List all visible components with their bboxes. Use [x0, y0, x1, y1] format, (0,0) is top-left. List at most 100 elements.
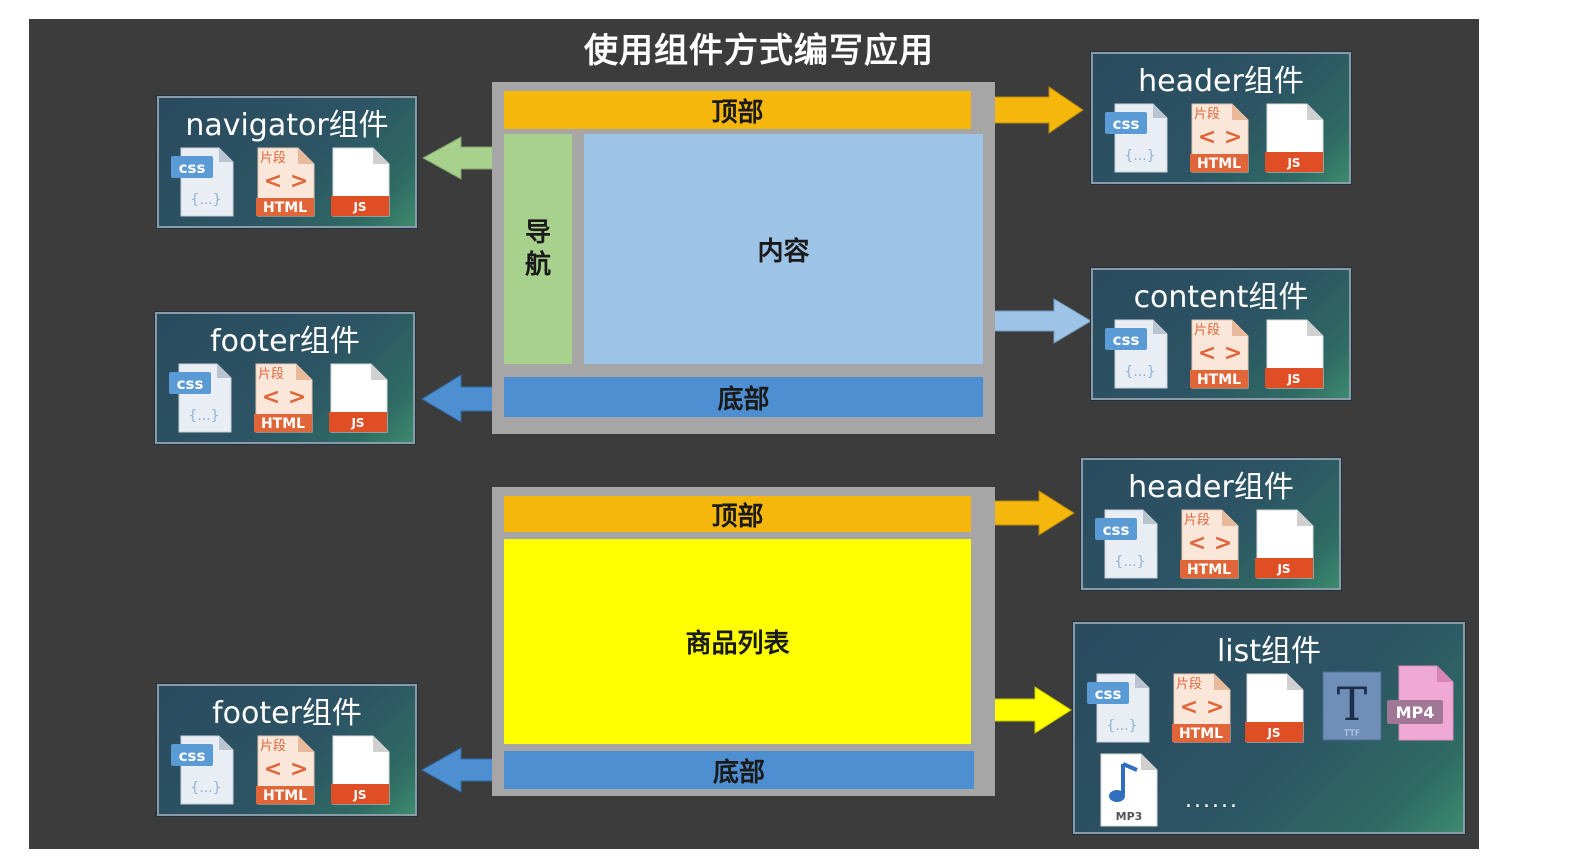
svg-text:css: css — [1103, 521, 1130, 539]
svg-text:JS: JS — [1266, 726, 1280, 740]
svg-text:片段: 片段 — [260, 151, 286, 166]
css-icon-slot: css {...} — [169, 730, 239, 812]
svg-text:TTF: TTF — [1343, 729, 1360, 739]
svg-text:T: T — [1337, 677, 1368, 731]
css-file-icon: css {...} — [1105, 103, 1168, 173]
js-file-icon: JS — [1265, 103, 1324, 173]
list-label: 商品列表 — [685, 629, 790, 659]
css-icon-slot: css {...} — [1085, 668, 1155, 750]
js-file-icon: JS — [329, 363, 388, 433]
card-title: list组件 — [1216, 634, 1322, 669]
layout-1-bottom-region: 底部 — [504, 377, 983, 417]
svg-text:css: css — [177, 375, 204, 393]
svg-text:css: css — [179, 159, 206, 177]
js-file-icon: JS — [331, 735, 390, 805]
mp3-file-icon: MP3 — [1100, 753, 1158, 827]
svg-text:< >: < > — [1188, 531, 1233, 556]
card-title: content组件 — [1133, 280, 1309, 315]
svg-text:MP4: MP4 — [1396, 703, 1435, 722]
css-file-icon: css {...} — [1087, 673, 1150, 743]
svg-text:{...}: {...} — [1106, 718, 1137, 734]
svg-text:< >: < > — [1198, 125, 1243, 150]
svg-text:片段: 片段 — [1194, 323, 1220, 338]
content-label: 内容 — [757, 236, 810, 267]
css-file-icon: css {...} — [171, 735, 234, 805]
css-file-icon: css {...} — [1095, 509, 1158, 579]
layout-1-nav-region: 导航 — [504, 134, 572, 364]
svg-text:< >: < > — [1198, 341, 1243, 366]
layout-1-top-region: 顶部 — [504, 91, 971, 129]
html-icon-slot: 片段 < > HTML — [256, 734, 316, 810]
svg-text:HTML: HTML — [263, 200, 307, 216]
js-file-icon: JS — [331, 147, 390, 217]
svg-text:HTML: HTML — [1187, 562, 1231, 578]
svg-text:< >: < > — [1180, 695, 1225, 720]
svg-text:MP3: MP3 — [1116, 810, 1143, 823]
font-file-icon: T TTF — [1322, 671, 1382, 741]
ttf-icon-slot: T TTF — [1321, 670, 1383, 746]
js-icon-slot: JS — [1265, 102, 1325, 178]
nav-label: 导航 — [524, 218, 551, 280]
mp4-icon-slot: MP4 — [1385, 664, 1457, 746]
svg-text:< >: < > — [264, 169, 309, 194]
svg-text:css: css — [1113, 115, 1140, 133]
svg-text:HTML: HTML — [1197, 156, 1241, 172]
card-title: header组件 — [1128, 470, 1294, 505]
svg-text:HTML: HTML — [261, 416, 305, 432]
header-component-card-1: header组件 css {...} 片段 < > HTML JS — [1091, 52, 1351, 184]
card-title: footer组件 — [210, 324, 360, 359]
html-icon-slot: 片段 < > HTML — [1172, 672, 1232, 748]
card-title: header组件 — [1138, 64, 1304, 99]
card-title: footer组件 — [212, 696, 362, 731]
js-file-icon: JS — [1265, 319, 1324, 389]
mp4-file-icon: MP4 — [1387, 665, 1454, 741]
css-icon-slot: css {...} — [1103, 98, 1173, 180]
css-file-icon: css {...} — [171, 147, 234, 217]
diagram-title: 使用组件方式编写应用 — [584, 31, 934, 71]
svg-text:片段: 片段 — [1176, 677, 1202, 692]
svg-text:JS: JS — [352, 200, 366, 214]
layout-2-list-region: 商品列表 — [504, 539, 971, 744]
css-icon-slot: css {...} — [167, 358, 237, 440]
html-file-icon: 片段 < > HTML — [1190, 319, 1249, 389]
bottom-label: 底部 — [712, 757, 765, 788]
html-icon-slot: 片段 < > HTML — [256, 146, 316, 222]
more-ellipsis: ...... — [1185, 788, 1239, 813]
html-file-icon: 片段 < > HTML — [256, 147, 315, 217]
js-icon-slot: JS — [1265, 318, 1325, 394]
html-file-icon: 片段 < > HTML — [1190, 103, 1249, 173]
bottom-label: 底部 — [717, 384, 770, 415]
list-component-card: list组件 css {...} 片段 < > HTML JS T TTF MP… — [1073, 622, 1465, 834]
svg-text:{...}: {...} — [1124, 364, 1155, 380]
svg-text:css: css — [1095, 685, 1122, 703]
html-icon-slot: 片段 < > HTML — [1190, 318, 1250, 394]
footer-component-card-1: footer组件 css {...} 片段 < > HTML JS — [155, 312, 415, 444]
layout-1-frame: 顶部 导航 内容 底部 — [492, 82, 995, 434]
svg-text:JS: JS — [1276, 562, 1290, 576]
mp3-icon-slot: MP3 — [1099, 752, 1159, 832]
navigator-component-card: navigator组件 css {...} 片段 < > HTML JS — [157, 96, 417, 228]
js-icon-slot: JS — [329, 362, 389, 438]
svg-text:片段: 片段 — [260, 739, 286, 754]
html-file-icon: 片段 < > HTML — [1172, 673, 1231, 743]
svg-text:片段: 片段 — [258, 367, 284, 382]
html-icon-slot: 片段 < > HTML — [254, 362, 314, 438]
svg-text:JS: JS — [352, 788, 366, 802]
content-component-card: content组件 css {...} 片段 < > HTML JS — [1091, 268, 1351, 400]
svg-text:{...}: {...} — [188, 408, 219, 424]
html-file-icon: 片段 < > HTML — [256, 735, 315, 805]
svg-text:{...}: {...} — [1114, 554, 1145, 570]
html-icon-slot: 片段 < > HTML — [1190, 102, 1250, 178]
html-file-icon: 片段 < > HTML — [1180, 509, 1239, 579]
layout-2-frame: 顶部 商品列表 底部 — [492, 487, 995, 796]
svg-text:HTML: HTML — [263, 788, 307, 804]
card-title: navigator组件 — [185, 108, 389, 143]
svg-text:片段: 片段 — [1194, 107, 1220, 122]
layout-1-content-region: 内容 — [584, 134, 983, 364]
html-file-icon: 片段 < > HTML — [254, 363, 313, 433]
js-file-icon: JS — [1255, 509, 1314, 579]
svg-text:css: css — [1113, 331, 1140, 349]
css-icon-slot: css {...} — [1093, 504, 1163, 586]
svg-text:JS: JS — [1286, 372, 1300, 386]
css-icon-slot: css {...} — [1103, 314, 1173, 396]
